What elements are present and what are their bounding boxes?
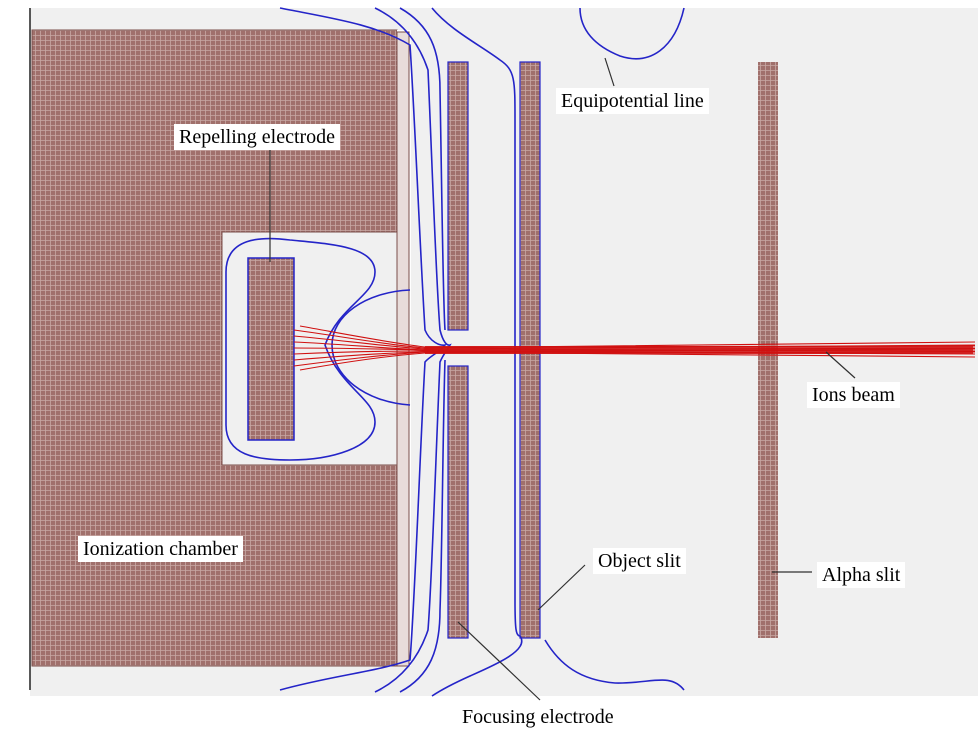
- repelling-electrode: [247, 257, 295, 441]
- label-ionization-chamber: Ionization chamber: [78, 536, 243, 562]
- label-repelling-electrode: Repelling electrode: [174, 124, 341, 150]
- label-alpha-slit: Alpha slit: [817, 562, 906, 588]
- leader-lines: [269, 57, 856, 701]
- leader-object-slit: [537, 564, 586, 611]
- focusing-electrode-upper: [447, 61, 469, 331]
- leader-ions-beam: [825, 351, 856, 379]
- equipotential-lines: [225, 7, 685, 697]
- ion-beam-core: [425, 346, 973, 354]
- ion-beam: [293, 325, 976, 371]
- label-object-slit: Object slit: [593, 548, 686, 574]
- label-focusing-electrode: Focusing electrode: [462, 706, 614, 728]
- leader-focusing: [457, 621, 541, 701]
- focusing-electrode-lower: [447, 365, 469, 639]
- label-equipotential-line: Equipotential line: [556, 88, 709, 114]
- leader-equipotential: [604, 57, 615, 87]
- label-ions-beam: Ions beam: [807, 382, 900, 408]
